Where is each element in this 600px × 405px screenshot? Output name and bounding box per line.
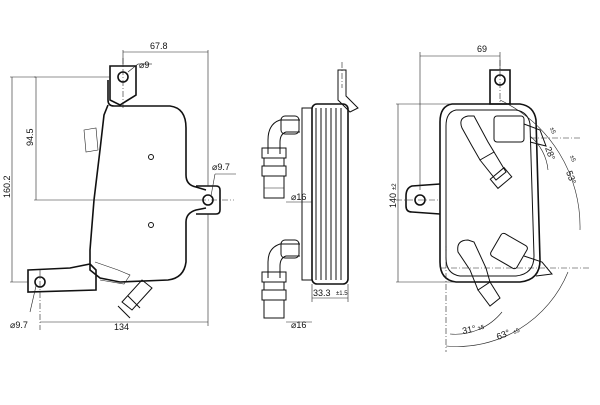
dim-side-port-bottom: ⌀16 <box>291 320 306 330</box>
dim-rear-angle-4: 63° <box>495 327 512 342</box>
dim-front-total-height: 160.2 <box>2 175 12 198</box>
dim-front-mount-hole: ⌀9 <box>139 60 149 70</box>
dim-rear-angle-2: 53° <box>564 169 578 186</box>
dim-rear-angle-1: 28° <box>543 145 557 162</box>
rear-view: 69 140 ±2 28° ±5 53° ±5 31° ±5 63° ±5 <box>388 44 590 352</box>
dim-front-vertical-offset: 94.5 <box>25 128 35 146</box>
dim-rear-angle-1-tol: ±5 <box>548 127 556 136</box>
dim-front-width: 67.8 <box>150 41 168 51</box>
dim-front-side-hole: ⌀9.7 <box>212 162 230 172</box>
dim-rear-height: 140 <box>388 193 398 208</box>
dim-rear-angle-3-tol: ±5 <box>477 325 485 332</box>
dim-rear-width: 69 <box>477 44 487 54</box>
dim-front-bottom-hole: ⌀9.7 <box>10 320 28 330</box>
dim-side-thickness-tol: ±1.5 <box>336 291 348 297</box>
dim-rear-angle-3: 31° <box>461 323 477 336</box>
dim-rear-angle-2-tol: ±5 <box>568 155 576 164</box>
dim-rear-height-tol: ±2 <box>392 183 398 190</box>
dim-side-thickness: 33.3 <box>313 288 331 298</box>
dim-side-port-top: ⌀16 <box>291 192 306 202</box>
dim-rear-angle-4-tol: ±5 <box>513 328 522 336</box>
front-view: 67.8 ⌀9 ⌀9.7 94.5 160.2 ⌀9.7 134 <box>2 41 236 332</box>
dim-front-total-width: 134 <box>114 322 129 332</box>
side-view: ⌀16 ⌀16 33.3 ±1.5 <box>261 62 359 330</box>
